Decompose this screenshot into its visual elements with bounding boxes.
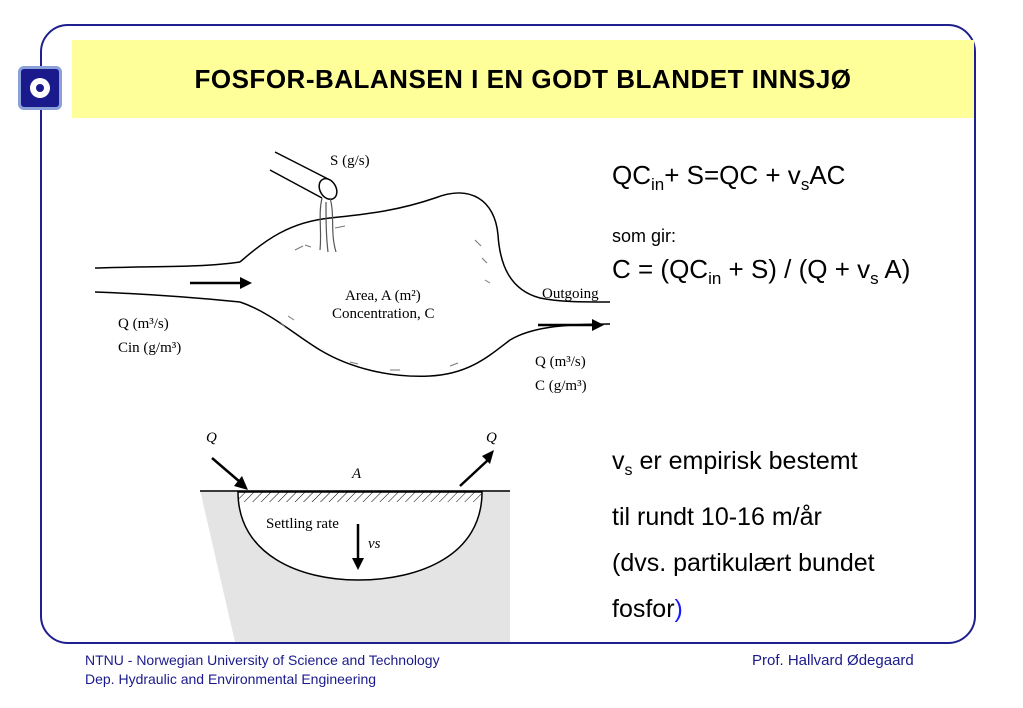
title-bar: FOSFOR-BALANSEN I EN GODT BLANDET INNSJØ xyxy=(72,40,974,118)
eq2-sub-s: s xyxy=(870,269,879,289)
eq1-part-a: QC xyxy=(612,160,651,190)
concentration-equation: C = (QCin + S) / (Q + vs A) xyxy=(612,254,910,289)
water-surface-hatch xyxy=(238,492,482,502)
footer-department: Dep. Hydraulic and Environmental Enginee… xyxy=(85,671,377,687)
som-gir-label: som gir: xyxy=(612,226,677,246)
inflow-c-label: Cin (g/m³) xyxy=(118,340,181,356)
note-v-sub: s xyxy=(624,462,633,479)
pipe-mouth xyxy=(318,177,338,201)
eq2-sub-in: in xyxy=(708,269,722,289)
slide-frame xyxy=(40,24,976,644)
eq2-part-b: + S) / (Q + v xyxy=(721,254,871,284)
inflow-arrow-head xyxy=(240,277,252,289)
note-line1-text: er empirisk bestemt xyxy=(632,447,858,475)
note-line-3: (dvs. partikulært bundet xyxy=(612,549,875,577)
settling-cross-section-diagram: Q Q A Settling rate vs xyxy=(200,430,510,642)
lake-mass-balance-diagram: S (g/s) Area, A (m²) Concentration, C Ou… xyxy=(94,151,611,394)
inflow-q-label: Q (m³/s) xyxy=(118,316,169,332)
q-in-label: Q xyxy=(206,430,217,446)
footer-author: Prof. Hallvard Ødegaard xyxy=(752,652,914,669)
note-line-4: fosfor) xyxy=(612,586,992,632)
inflow-channel-top xyxy=(94,261,241,269)
q-out-arrow-head xyxy=(482,450,494,464)
note-line4-text: fosfor xyxy=(612,595,675,623)
eq2-part-c: A) xyxy=(878,254,911,284)
settling-rate-label: Settling rate xyxy=(266,516,339,532)
q-in-arrow-line xyxy=(211,457,241,483)
note-line-1: vs er empirisk bestemt xyxy=(612,438,992,494)
area-a-label: A xyxy=(351,466,362,482)
ntnu-logo xyxy=(18,66,62,110)
note-line-2: til rundt 10-16 m/år xyxy=(612,503,822,531)
note-v: v xyxy=(612,447,625,475)
logo-dot xyxy=(36,84,44,92)
vs-label: vs xyxy=(368,536,381,552)
q-in-arrow-head xyxy=(234,476,248,490)
shore-detail-2 xyxy=(474,239,491,284)
footer-institution: NTNU - Norwegian University of Science a… xyxy=(85,652,440,668)
eq1-sub-in: in xyxy=(651,175,665,195)
pipe-bottom xyxy=(269,169,323,199)
lake-outline-bottom xyxy=(239,301,611,378)
note-close-paren: ) xyxy=(674,595,683,623)
shore-detail-1 xyxy=(294,225,346,251)
source-label: S (g/s) xyxy=(330,153,370,169)
pipe-top xyxy=(274,151,331,181)
eq2-part-a: C = (QC xyxy=(612,254,709,284)
discharge-stream xyxy=(319,197,337,253)
concentration-label: Concentration, C xyxy=(332,306,434,322)
area-label: Area, A (m²) xyxy=(345,288,421,304)
eq1-part-b: + S=QC + v xyxy=(664,160,801,190)
q-out-arrow-line xyxy=(459,459,489,487)
basin-water xyxy=(237,491,483,581)
q-out-label: Q xyxy=(486,430,497,446)
shore-detail-3 xyxy=(349,361,459,371)
lake-outline-top xyxy=(239,192,611,303)
outgoing-label: Outgoing xyxy=(542,286,599,302)
mass-balance-equation: QCin+ S=QC + vsAC xyxy=(612,160,845,195)
outflow-q-label: Q (m³/s) xyxy=(535,354,586,370)
outflow-arrow-head xyxy=(592,319,604,331)
slide-title: FOSFOR-BALANSEN I EN GODT BLANDET INNSJØ xyxy=(194,64,852,94)
settling-velocity-note: vs er empirisk bestemt til rundt 10-16 m… xyxy=(612,438,992,632)
inflow-channel-bottom xyxy=(94,291,241,303)
eq1-sub-s: s xyxy=(800,175,810,195)
outflow-c-label: C (g/m³) xyxy=(535,378,587,394)
settling-arrow-head xyxy=(352,558,364,570)
shore-detail-4 xyxy=(279,315,295,329)
eq1-part-c: AC xyxy=(809,160,846,190)
